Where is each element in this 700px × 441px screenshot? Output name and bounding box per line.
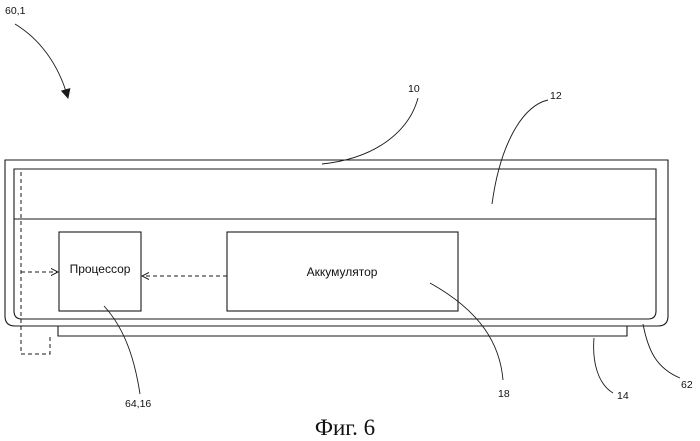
label-enclosure: 62 <box>681 379 693 391</box>
label-processor-ref: 64,16 <box>125 398 151 410</box>
label-device: 60,1 <box>5 5 26 17</box>
outer-enclosure <box>5 160 668 326</box>
device-pointer-arrow <box>15 24 68 98</box>
leader-enclosure <box>643 324 680 378</box>
inner-housing <box>14 169 656 319</box>
leader-base <box>594 338 613 393</box>
leader-upper-layer <box>492 100 548 204</box>
processor-label: Процессор <box>70 262 131 276</box>
accumulator-label: Аккумулятор <box>307 265 378 279</box>
figure-caption: Фиг. 6 <box>315 415 375 440</box>
label-housing: 10 <box>408 83 420 95</box>
leader-housing <box>322 98 418 164</box>
external-connector <box>21 172 50 354</box>
leader-accumulator <box>430 283 503 380</box>
label-accumulator-ref: 18 <box>498 388 510 400</box>
base-plate <box>58 326 627 336</box>
label-upper-layer: 12 <box>550 90 562 102</box>
label-base: 14 <box>617 390 629 402</box>
